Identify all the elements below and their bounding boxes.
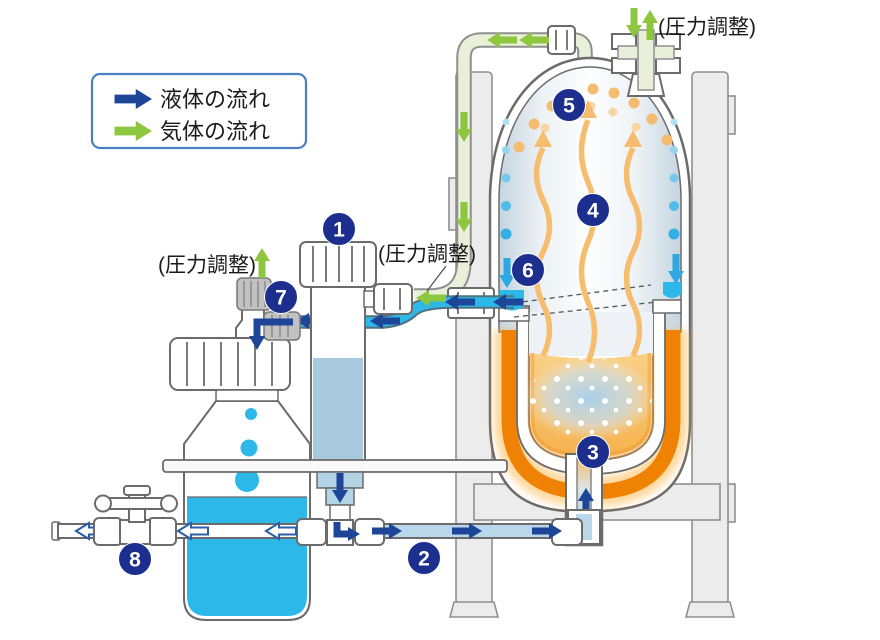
- gas-flow-arrow-up: [254, 248, 270, 278]
- stopcock-union-left: [93, 517, 123, 546]
- marker-number: 4: [587, 200, 599, 223]
- stopcock-knob-left: [94, 494, 112, 513]
- column-liquid: [313, 358, 363, 461]
- pressure-valve: [611, 8, 681, 97]
- pressure-label-pointer: [426, 265, 447, 292]
- gutter-pool-right: [663, 282, 681, 298]
- boiling-bubbles: [528, 358, 652, 438]
- marker-number: 7: [275, 287, 287, 310]
- marker-circle: [118, 542, 152, 576]
- bottom-pipe-line: [51, 471, 601, 546]
- liquid-elbow-arrowhead: [348, 527, 360, 541]
- step-marker-2: 2: [407, 541, 441, 575]
- evaporator-vessel: [488, 8, 692, 547]
- step-markers: 1 2 3 4 5 6 7 8: [118, 88, 610, 576]
- column-cap-ribs: [312, 246, 365, 282]
- bottle-liquid: [187, 497, 307, 616]
- step-marker-3: 3: [576, 435, 610, 469]
- inlet-elbow-arrow: [253, 318, 293, 337]
- pressure-label-mid: (圧力調整): [378, 243, 476, 266]
- bottle-cap-ribs: [186, 342, 273, 386]
- valve-cross-vertical: [637, 29, 655, 91]
- stopcock-union-right: [147, 517, 177, 546]
- stopcock-cap: [123, 485, 151, 496]
- legend-label-liquid: 液体の流れ: [160, 87, 270, 112]
- step-marker-5: 5: [552, 88, 586, 122]
- marker-number: 1: [333, 219, 345, 242]
- marker-circle: [576, 193, 610, 227]
- inlet-elbow-arrowhead: [249, 336, 265, 350]
- marker-circle: [576, 435, 610, 469]
- marker-number: 5: [563, 95, 575, 118]
- stand-foot-right: [684, 601, 736, 618]
- step-marker-7: 7: [264, 280, 298, 314]
- inlet-nut: [263, 311, 301, 341]
- marker-number: 8: [129, 549, 141, 572]
- gas-pipe-union: [547, 25, 576, 55]
- stopcock-handle: [102, 497, 170, 510]
- pressure-label-top: (圧力調整): [658, 16, 756, 39]
- step-marker-4: 4: [576, 193, 610, 227]
- liquid-elbow-arrow: [333, 522, 348, 538]
- marker-circle: [264, 280, 298, 314]
- step-marker-8: 8: [118, 542, 152, 576]
- pressure-labels: (圧力調整) (圧力調整) (圧力調整): [158, 16, 756, 292]
- bottle-lip: [215, 389, 279, 402]
- marker-circle: [322, 212, 356, 246]
- marker-number: 3: [587, 442, 599, 465]
- gutter-tray-right: [652, 299, 682, 314]
- condensate-drops: [500, 118, 680, 240]
- legend-label-gas: 気体の流れ: [160, 119, 270, 144]
- condensate-column: [299, 241, 446, 463]
- gas-line-union: [373, 283, 413, 315]
- vapor-rise-arrows: [533, 100, 643, 364]
- stopcock-knob-right: [160, 494, 178, 513]
- support-shelf: [162, 459, 508, 473]
- flow-legend: 液体の流れ 気体の流れ: [90, 72, 308, 150]
- stopcock-body: [119, 519, 151, 545]
- valve-gland: [655, 57, 681, 74]
- marker-number: 6: [522, 260, 534, 283]
- stand-post-right: [691, 71, 729, 605]
- marker-circle: [511, 253, 545, 287]
- vent-and-inlet-fitting: [236, 277, 301, 350]
- drain-stopcock: [93, 485, 178, 546]
- step-marker-6: 6: [511, 253, 545, 287]
- tee-union-left: [296, 518, 327, 546]
- valve-gland: [611, 57, 637, 74]
- marker-circle: [407, 541, 441, 575]
- falling-drops: [235, 384, 259, 492]
- step-marker-1: 1: [322, 212, 356, 246]
- marker-number: 2: [418, 548, 430, 571]
- stand-foot-left: [448, 601, 500, 618]
- pressure-label-left: (圧力調整): [158, 254, 256, 277]
- marker-circle: [552, 88, 586, 122]
